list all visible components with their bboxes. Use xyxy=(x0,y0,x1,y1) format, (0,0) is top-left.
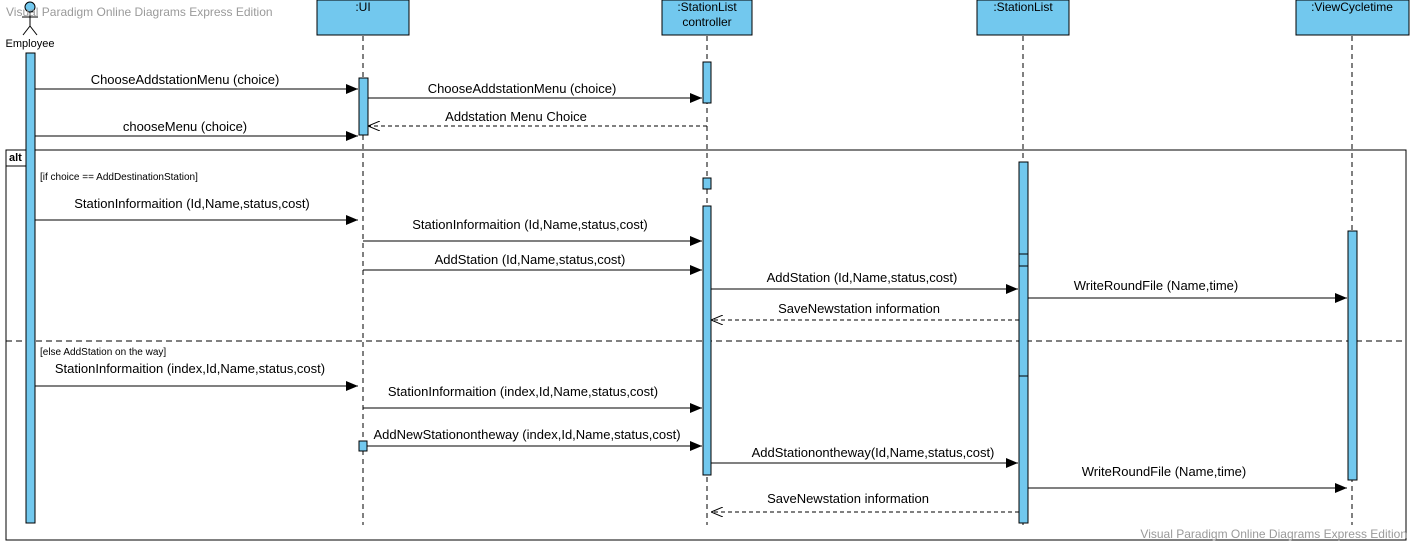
lifeline-head-ui-label: :UI xyxy=(355,0,370,14)
activation-controller-1 xyxy=(702,61,712,104)
message-2-label: ChooseAddstationMenu (choice) xyxy=(428,81,617,96)
lifeline-head-stationlist-box xyxy=(976,0,1070,36)
lifeline-head-controller[interactable]: :StationList controller xyxy=(661,0,753,36)
message-14[interactable]: AddStationontheway(Id,Name,status,cost) xyxy=(711,445,1018,468)
message-6-label: StationInformaition (Id,Name,status,cost… xyxy=(412,217,648,232)
message-8[interactable]: AddStation (Id,Name,status,cost) xyxy=(711,270,1018,294)
watermark-bottom: Visual Paradigm Online Diagrams Express … xyxy=(1140,527,1407,541)
message-13[interactable]: AddNewStationontheway (index,Id,Name,sta… xyxy=(367,427,702,451)
message-4[interactable]: chooseMenu (choice) xyxy=(35,119,358,141)
lifeline-head-viewcycletime-label: :ViewCycletime xyxy=(1311,0,1393,14)
lifeline-head-stationlist[interactable]: :StationList xyxy=(976,0,1070,36)
message-10-label: SaveNewstation information xyxy=(778,301,940,316)
message-7-label: AddStation (Id,Name,status,cost) xyxy=(435,252,626,267)
message-16[interactable]: SaveNewstation information xyxy=(711,491,1019,512)
activation-viewcycletime xyxy=(1347,230,1358,481)
message-9[interactable]: WriteRoundFile (Name,time) xyxy=(1028,278,1347,303)
lifeline-head-stationlist-label: :StationList xyxy=(993,0,1053,14)
activation-controller-2 xyxy=(702,177,712,190)
alt-operator-label: alt xyxy=(9,152,22,164)
message-11-label: StationInformaition (index,Id,Name,statu… xyxy=(55,361,325,376)
lifeline-head-ui[interactable]: :UI xyxy=(316,0,410,36)
stick-figure-icon xyxy=(22,1,38,36)
message-10[interactable]: SaveNewstation information xyxy=(711,301,1019,320)
activation-bars xyxy=(25,52,1358,524)
message-12[interactable]: StationInformaition (index,Id,Name,statu… xyxy=(363,384,702,413)
alt-guard-2: [else AddStation on the way] xyxy=(40,347,166,358)
activation-stationlist-1 xyxy=(1018,161,1029,524)
lifeline-head-viewcycletime-box xyxy=(1295,0,1410,36)
actor-employee[interactable]: Employee xyxy=(6,1,55,50)
lifeline-head-viewcycletime[interactable]: :ViewCycletime xyxy=(1295,0,1410,36)
watermark-top: Visual Paradigm Online Diagrams Express … xyxy=(6,5,273,19)
message-4-label: chooseMenu (choice) xyxy=(123,119,247,134)
message-7[interactable]: AddStation (Id,Name,status,cost) xyxy=(363,252,702,275)
lifeline-head-controller-box xyxy=(661,0,753,36)
message-2[interactable]: ChooseAddstationMenu (choice) xyxy=(368,81,702,103)
alt-fragment-frame xyxy=(5,149,1407,541)
message-12-label: StationInformaition (index,Id,Name,statu… xyxy=(388,384,658,399)
lifeline-head-controller-label-2: controller xyxy=(682,15,731,29)
activation-controller-3 xyxy=(702,205,712,476)
activation-ui-2 xyxy=(358,440,368,452)
message-1-label: ChooseAddstationMenu (choice) xyxy=(91,72,280,87)
alt-guard-1: [if choice == AddDestinationStation] xyxy=(40,172,198,183)
message-16-label: SaveNewstation information xyxy=(767,491,929,506)
message-14-label: AddStationontheway(Id,Name,status,cost) xyxy=(752,445,995,460)
message-15-label: WriteRoundFile (Name,time) xyxy=(1082,464,1246,479)
message-5[interactable]: StationInformaition (Id,Name,status,cost… xyxy=(35,196,358,225)
messages: ChooseAddstationMenu (choice) ChooseAddst… xyxy=(35,72,1347,512)
lifeline-head-ui-box xyxy=(316,0,410,36)
message-8-label: AddStation (Id,Name,status,cost) xyxy=(767,270,958,285)
message-13-label: AddNewStationontheway (index,Id,Name,sta… xyxy=(373,427,680,442)
message-15[interactable]: WriteRoundFile (Name,time) xyxy=(1028,464,1347,493)
message-3[interactable]: Addstation Menu Choice xyxy=(368,109,707,126)
activation-stationlist-2 xyxy=(1018,253,1029,267)
message-5-label: StationInformaition (Id,Name,status,cost… xyxy=(74,196,310,211)
activation-employee xyxy=(25,52,36,524)
activation-ui-1 xyxy=(358,77,369,136)
message-6[interactable]: StationInformaition (Id,Name,status,cost… xyxy=(363,217,702,246)
message-1[interactable]: ChooseAddstationMenu (choice) xyxy=(35,72,358,94)
lifeline-head-controller-label-1: :StationList xyxy=(677,0,737,14)
message-9-label: WriteRoundFile (Name,time) xyxy=(1074,278,1238,293)
actor-employee-label: Employee xyxy=(6,38,55,50)
message-3-label: Addstation Menu Choice xyxy=(445,109,587,124)
message-11[interactable]: StationInformaition (index,Id,Name,statu… xyxy=(35,361,358,391)
